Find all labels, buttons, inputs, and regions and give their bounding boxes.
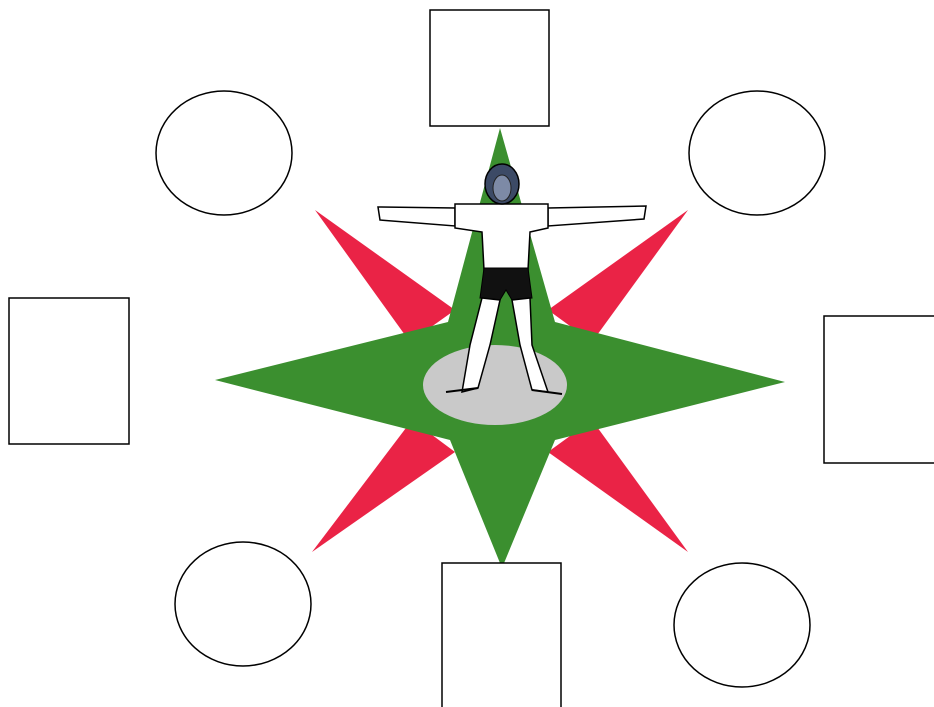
answer-box-west[interactable] xyxy=(9,298,129,444)
point-north-west xyxy=(315,210,455,342)
answer-circle-north-east[interactable] xyxy=(689,91,825,215)
figure-face xyxy=(493,175,511,201)
point-south-east xyxy=(548,420,688,552)
point-south-west xyxy=(312,420,455,552)
answer-box-north[interactable] xyxy=(430,10,549,126)
answer-circle-south-west[interactable] xyxy=(175,542,311,666)
answer-circle-south-east[interactable] xyxy=(674,563,810,687)
answer-box-east[interactable] xyxy=(824,316,934,463)
point-north-east xyxy=(548,210,688,342)
answer-box-south[interactable] xyxy=(442,563,561,707)
answer-circle-north-west[interactable] xyxy=(156,91,292,215)
